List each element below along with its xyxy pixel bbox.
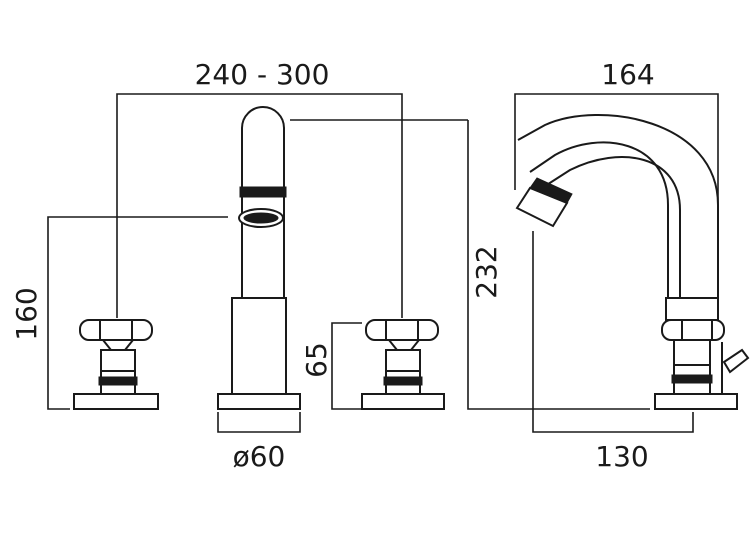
dimension-lines [47, 93, 719, 433]
side-lower-body [673, 339, 711, 395]
spout-aerator-inner [243, 212, 279, 224]
left-tap-height-dimension [47, 216, 228, 410]
handle-spacing-dimension [116, 93, 403, 318]
right-handle-collar [383, 376, 423, 386]
base-diameter-dimension [217, 412, 301, 433]
handle-spacing-label: 240 - 300 [195, 58, 330, 91]
left-handle-crossbar [79, 319, 153, 341]
right-tap-height-label: 65 [300, 342, 333, 378]
gooseneck-mid [541, 156, 681, 300]
spout-base-plate [217, 393, 301, 410]
spout-height-dimension [467, 120, 650, 410]
right-handle-hub [386, 339, 422, 351]
gooseneck-outer [529, 141, 669, 300]
side-base-span-label: 130 [595, 440, 648, 473]
spout-body [231, 297, 287, 395]
left-handle-hub [100, 339, 136, 351]
right-tap-height-dimension [331, 322, 362, 410]
side-upper-body [665, 297, 719, 321]
side-depth-label: 164 [601, 58, 654, 91]
right-cross-handle [361, 319, 445, 410]
left-cross-handle [73, 319, 159, 410]
side-collar [671, 374, 713, 384]
base-diameter-label: ø60 [233, 440, 286, 473]
spout-neck [241, 106, 285, 299]
gooseneck-inner [517, 114, 719, 300]
right-handle-base [361, 393, 445, 410]
spout-ring [239, 186, 287, 198]
spout-height-label: 232 [470, 245, 503, 298]
left-handle-collar [98, 376, 138, 386]
right-handle-crossbar [365, 319, 439, 341]
dimension-labels: 240 - 300 164 160 232 65 ø60 130 [10, 58, 655, 473]
left-handle-base [73, 393, 159, 410]
side-base-span-dimension [532, 231, 694, 433]
side-spout-ring [529, 177, 573, 204]
popup-knob [722, 348, 750, 374]
side-view-tap [515, 114, 750, 410]
center-spout [217, 106, 301, 410]
side-base-plate [654, 393, 738, 410]
side-crossbar [661, 319, 725, 341]
left-tap-height-label: 160 [10, 287, 43, 340]
